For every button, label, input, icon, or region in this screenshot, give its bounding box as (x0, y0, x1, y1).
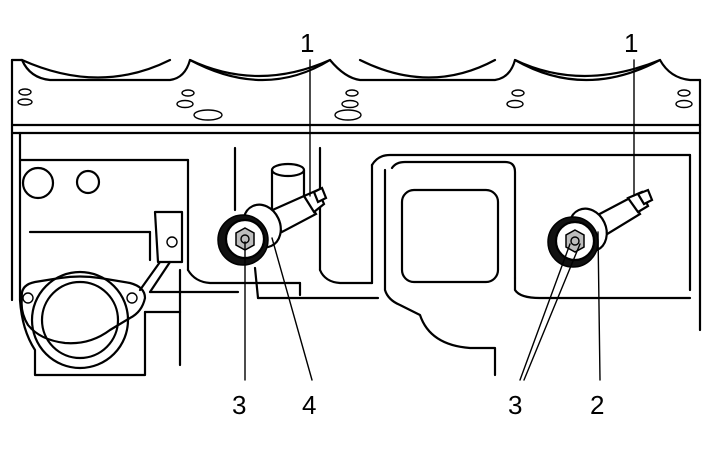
leader-4 (271, 237, 313, 381)
leader-2 (597, 231, 601, 381)
sensor-left (217, 186, 328, 266)
label-2: 2 (590, 390, 604, 420)
mounting-tab (138, 210, 184, 294)
block-outline (10, 58, 702, 377)
label-4: 4 (302, 390, 316, 420)
leader-3-right-b (523, 243, 581, 381)
leader-lines (244, 59, 635, 381)
leader-3-right-a (519, 243, 571, 381)
callout-numbers: 1 1 3 4 3 2 (232, 28, 638, 420)
label-1-left: 1 (300, 28, 314, 58)
cylinder-head-flange (10, 58, 702, 135)
sensor-right (547, 188, 654, 268)
label-1-right: 1 (624, 28, 638, 58)
label-3-right: 3 (508, 390, 522, 420)
label-3-left: 3 (232, 390, 246, 420)
round-housing (20, 270, 147, 370)
